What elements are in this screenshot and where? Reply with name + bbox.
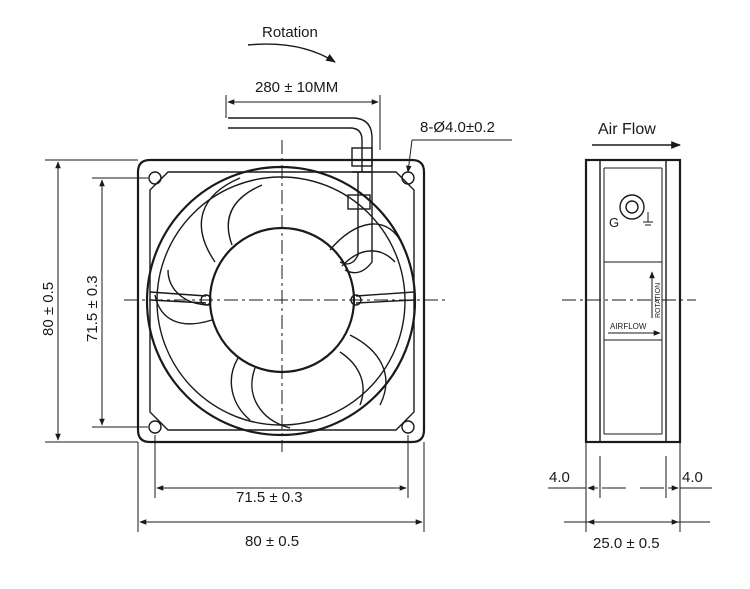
ground-icon [643, 212, 653, 226]
ground-mark: G [609, 215, 619, 230]
rotation-label: Rotation [262, 24, 318, 41]
flange-right-label: 4.0 [682, 469, 703, 486]
lead-wire [228, 117, 373, 274]
holes-label: 8-Ø4.0±0.2 [420, 119, 495, 136]
fan-frame [136, 158, 426, 444]
airflow-title: Air Flow [598, 121, 656, 138]
outer-width-label: 80 ± 0.5 [245, 533, 299, 550]
venturi-ring [145, 165, 417, 437]
center-lines [124, 140, 446, 452]
airflow-mark: AIRFLOW [610, 322, 647, 331]
outer-height-label: 80 ± 0.5 [40, 282, 57, 336]
rotation-mark: ROTATION [655, 283, 662, 318]
ground-terminal [619, 194, 645, 220]
hole-pitch-vertical-label: 71.5 ± 0.3 [84, 275, 101, 342]
side-view: Air Flow G ROTATION AIRFLOW [548, 121, 712, 552]
side-body [584, 158, 682, 444]
mounting-holes [148, 171, 415, 434]
front-view: Rotation 280 ± 10MM 8-Ø4.0±0.2 80 ± 0.5 … [40, 24, 512, 550]
depth-label: 25.0 ± 0.5 [593, 535, 660, 552]
hole-pitch-horizontal-label: 71.5 ± 0.3 [236, 489, 303, 506]
lead-length-label: 280 ± 10MM [255, 79, 338, 96]
flange-left-label: 4.0 [549, 469, 570, 486]
rotation-arrow [247, 43, 336, 63]
